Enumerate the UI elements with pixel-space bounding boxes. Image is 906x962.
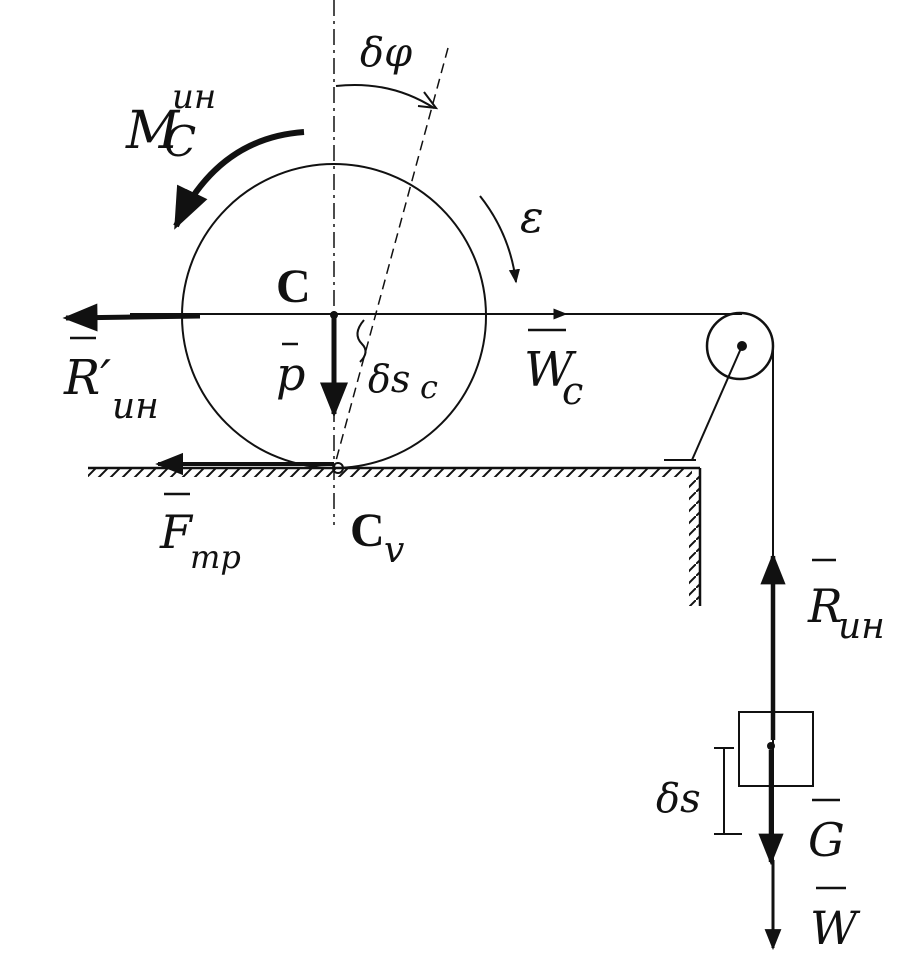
label-center: C bbox=[276, 260, 311, 313]
r-prime-arrow bbox=[62, 303, 201, 332]
ds-c-mark bbox=[356, 319, 367, 363]
contact-point bbox=[332, 462, 344, 474]
label-epsilon: ε bbox=[520, 192, 544, 243]
label-ds-c-sub: c bbox=[420, 368, 438, 406]
wall-hatch bbox=[689, 476, 699, 606]
pulley-support bbox=[691, 345, 743, 461]
ground-hatch bbox=[88, 469, 692, 477]
label-moment-sup: ин bbox=[172, 77, 216, 117]
label-r-in: R bbox=[807, 579, 843, 633]
label-w-c-sub: c bbox=[562, 369, 583, 413]
label-r-prime-sub: ин bbox=[112, 386, 159, 427]
block-center bbox=[767, 742, 775, 750]
label-g: G bbox=[808, 813, 845, 867]
label-friction-sub: тр bbox=[190, 538, 241, 576]
angle-arc bbox=[335, 83, 435, 109]
label-weight-disk: p bbox=[276, 347, 305, 401]
center-point bbox=[330, 311, 338, 319]
rotated-axis bbox=[333, 47, 449, 469]
label-contact-sub: v bbox=[384, 530, 404, 571]
moment-arrow bbox=[173, 129, 305, 230]
label-moment-sub: C bbox=[164, 117, 196, 166]
label-r-in-sub: ин bbox=[838, 606, 885, 647]
label-r-prime: R′ bbox=[63, 350, 111, 406]
label-friction: F bbox=[159, 505, 194, 559]
label-angle: δφ bbox=[360, 30, 412, 76]
label-ds-c: δs bbox=[368, 357, 410, 401]
label-w: W bbox=[810, 901, 861, 955]
label-w-c: W bbox=[524, 342, 577, 398]
label-ds: δs bbox=[656, 776, 701, 822]
block bbox=[738, 711, 814, 787]
label-contact: C bbox=[350, 504, 385, 557]
epsilon-arrow bbox=[479, 195, 520, 284]
label-moment: M bbox=[125, 101, 181, 161]
